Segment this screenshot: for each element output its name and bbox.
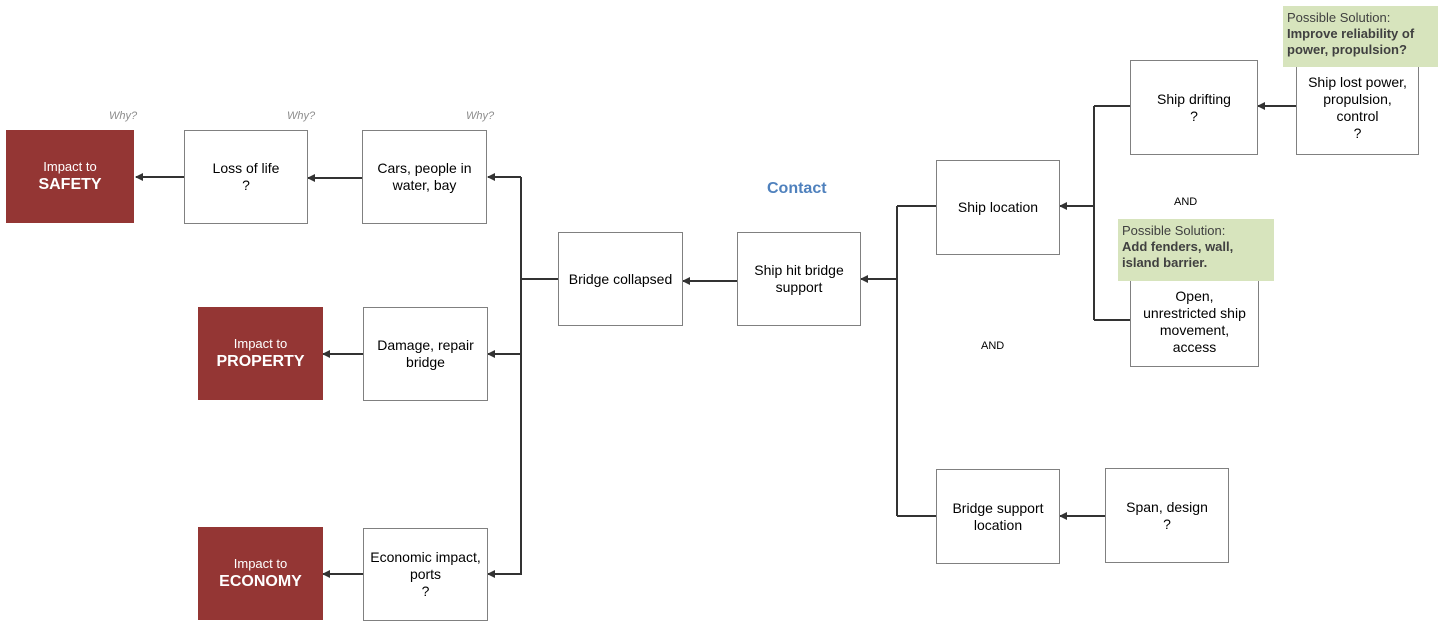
node-text: ? xyxy=(242,177,250,193)
solution-fenders-note: Possible Solution: Add fenders, wall, is… xyxy=(1118,219,1274,281)
and-label: AND xyxy=(981,340,1005,352)
node-text: Ship lost power, xyxy=(1308,74,1407,90)
node-text: bridge xyxy=(406,354,445,370)
node-cars-people: Cars, people in water, bay xyxy=(362,130,487,224)
node-open-movement: Open, unrestricted ship movement, access xyxy=(1130,272,1259,367)
node-text: support xyxy=(775,279,823,295)
node-text: movement, xyxy=(1159,322,1230,338)
impact-safety-label: Impact to xyxy=(43,158,97,174)
solution-title: Possible Solution: xyxy=(1287,10,1391,25)
solution-body: Improve reliability of power, propulsion… xyxy=(1287,26,1415,57)
node-text: Loss of life xyxy=(212,160,280,176)
impact-economy-label: Impact to xyxy=(233,555,288,571)
and-label: AND xyxy=(1174,196,1198,208)
node-loss-of-life: Loss of life ? xyxy=(184,130,308,224)
node-bridge-collapsed: Bridge collapsed xyxy=(558,232,683,326)
contact-label: Contact xyxy=(767,180,827,197)
node-text: Open, xyxy=(1175,288,1214,304)
node-text: location xyxy=(973,516,1023,533)
node-ship-drifting: Ship drifting ? xyxy=(1130,60,1258,155)
node-text: ? xyxy=(1163,515,1171,532)
node-economic-impact: Economic impact, ports ? xyxy=(363,528,488,621)
node-text: Cars, people in xyxy=(377,160,472,176)
impact-property-category: PROPERTY xyxy=(216,352,305,370)
node-bridge-support-location: Bridge support location xyxy=(936,469,1060,564)
impact-safety-box: Impact to SAFETY xyxy=(6,130,134,223)
solution-title: Possible Solution: xyxy=(1122,223,1226,238)
node-ship-hit: Ship hit bridge support xyxy=(737,232,861,326)
why-label: Why? xyxy=(466,110,495,122)
node-ship-lost-power: Ship lost power, propulsion, control ? xyxy=(1296,60,1419,155)
node-text: Ship hit bridge xyxy=(754,262,844,278)
node-text: control xyxy=(1336,108,1379,124)
why-label: Why? xyxy=(109,110,138,122)
node-text: ? xyxy=(1190,107,1198,124)
node-text: Ship drifting xyxy=(1157,90,1231,107)
node-text: Bridge support xyxy=(952,499,1044,516)
node-text: unrestricted ship xyxy=(1143,305,1246,321)
node-text: ? xyxy=(1353,125,1362,141)
node-ship-location: Ship location xyxy=(936,160,1060,255)
impact-property-label: Impact to xyxy=(233,335,288,351)
node-span-design: Span, design ? xyxy=(1105,468,1229,563)
node-text: ? xyxy=(421,583,430,599)
why-label: Why? xyxy=(287,110,316,122)
impact-economy-category: ECONOMY xyxy=(219,572,302,590)
solution-power-note: Possible Solution: Improve reliability o… xyxy=(1283,6,1438,67)
node-text: Economic impact, xyxy=(370,549,481,565)
node-text: propulsion, xyxy=(1323,91,1392,107)
node-text: Damage, repair xyxy=(377,337,474,353)
node-text: ports xyxy=(409,566,442,582)
node-text: Span, design xyxy=(1126,498,1208,515)
node-damage-repair: Damage, repair bridge xyxy=(363,307,488,401)
impact-property-box: Impact to PROPERTY xyxy=(198,307,323,400)
node-text: Bridge collapsed xyxy=(568,270,673,287)
node-text: Ship location xyxy=(957,199,1039,215)
node-text: water, bay xyxy=(392,177,457,193)
impact-economy-box: Impact to ECONOMY xyxy=(198,527,323,620)
impact-safety-category: SAFETY xyxy=(38,175,102,193)
node-text: access xyxy=(1172,339,1217,355)
solution-body: Add fenders, wall, island barrier. xyxy=(1122,239,1234,270)
